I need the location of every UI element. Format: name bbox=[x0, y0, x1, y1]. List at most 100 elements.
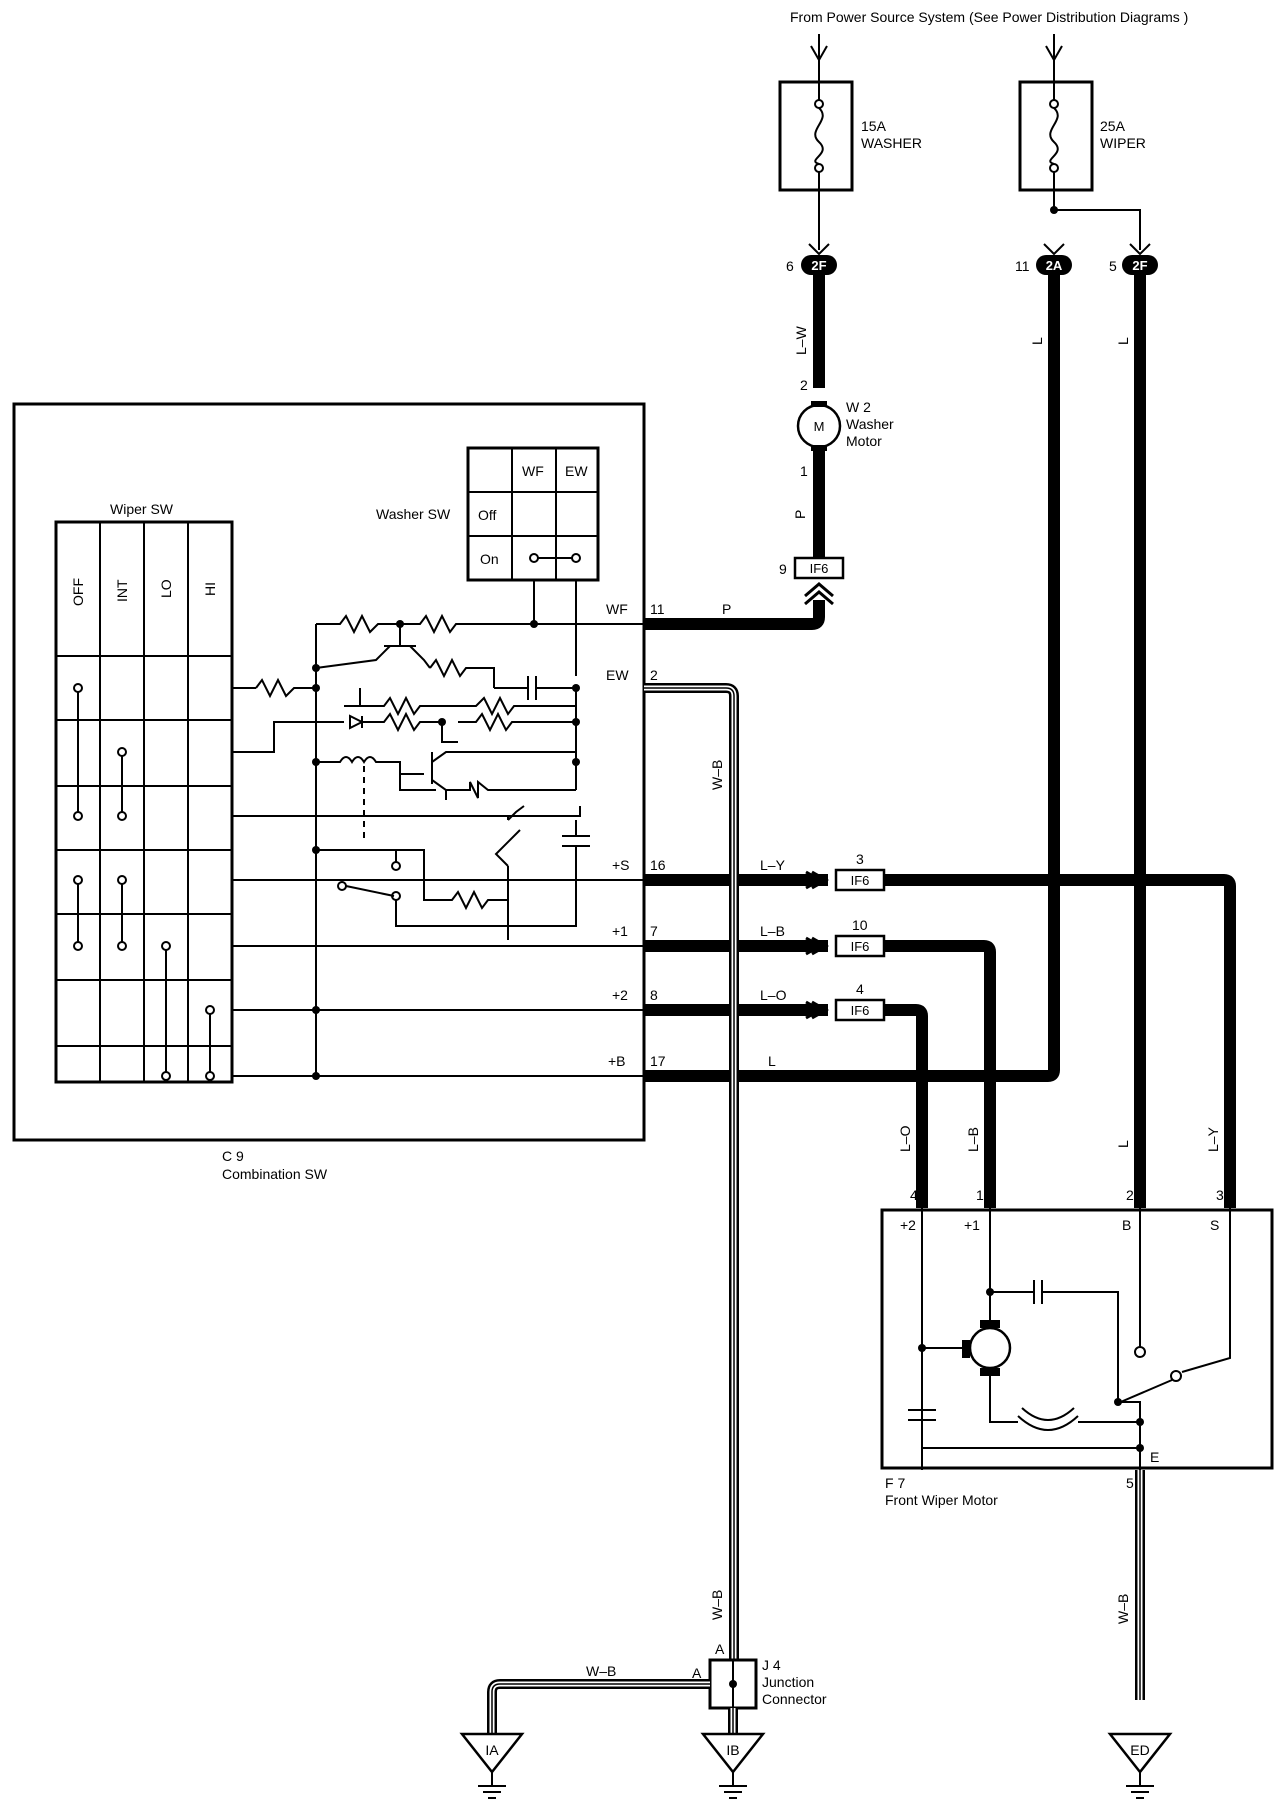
wiper-motor-term-s: S bbox=[1210, 1217, 1219, 1233]
wiper-motor-pin-2: 2 bbox=[1126, 1187, 1134, 1203]
junction-line1: Junction bbox=[762, 1674, 814, 1690]
washer-sw-title: Washer SW bbox=[376, 506, 451, 522]
washer-motor-line1: Washer bbox=[846, 416, 894, 432]
svg-text:IF6: IF6 bbox=[851, 1003, 870, 1018]
wiper-pos-int: INT bbox=[114, 579, 130, 602]
ground-ia: IA bbox=[459, 1732, 525, 1799]
wire-wb-ia-cable bbox=[487, 1679, 710, 1734]
connector-2f-wiper: 2F bbox=[1122, 255, 1158, 275]
wire-l-2f-label: L bbox=[1115, 337, 1131, 345]
fuse-washer-rating: 15A bbox=[861, 118, 887, 134]
wiper-motor-ground-pin: 5 bbox=[1126, 1475, 1134, 1491]
junction-pin-top: A bbox=[715, 1641, 725, 1657]
wire-ly-b bbox=[884, 874, 1236, 1208]
connector-2a-pin: 11 bbox=[1015, 258, 1030, 274]
connector-if6-1: IF6 bbox=[805, 934, 886, 958]
connector-if6-s-pin: 3 bbox=[856, 851, 864, 867]
connector-if6-1-pin: 10 bbox=[852, 917, 868, 933]
washer-col-wf: WF bbox=[522, 463, 544, 479]
washer-motor-pin-bottom: 1 bbox=[800, 463, 808, 479]
terminal-ew: EW bbox=[606, 667, 629, 683]
ground-ib: IB bbox=[700, 1732, 766, 1799]
wire-wb-horiz-label: W–B bbox=[586, 1663, 616, 1679]
svg-text:IA: IA bbox=[485, 1742, 499, 1758]
fuse-wiper-rating: 25A bbox=[1100, 118, 1126, 134]
svg-text:M: M bbox=[814, 419, 825, 434]
terminal-wf: WF bbox=[606, 601, 628, 617]
wire-ly-motor-label: L–Y bbox=[1205, 1126, 1221, 1152]
washer-row-off: Off bbox=[478, 507, 497, 523]
wiper-motor-term-b: B bbox=[1122, 1217, 1131, 1233]
combination-switch-box bbox=[12, 402, 646, 1142]
terminal-1-pin: 7 bbox=[650, 923, 658, 939]
wiper-motor-term-1: +1 bbox=[964, 1217, 980, 1233]
svg-text:IF6: IF6 bbox=[810, 561, 829, 576]
junction-pin-left: A bbox=[692, 1665, 702, 1681]
ground-ed: ED bbox=[1107, 1732, 1173, 1799]
wire-l-label: L bbox=[768, 1053, 776, 1069]
wire-lb-motor-label: L–B bbox=[965, 1127, 981, 1152]
washer-sw-table bbox=[466, 446, 600, 676]
terminal-b-pin: 17 bbox=[650, 1053, 666, 1069]
fuse-wiper-name: WIPER bbox=[1100, 135, 1146, 151]
wire-lo-motor-label: L–O bbox=[897, 1125, 913, 1152]
wiper-motor-term-2: +2 bbox=[900, 1217, 916, 1233]
wiper-pos-lo: LO bbox=[158, 579, 174, 598]
wire-wb-label: W–B bbox=[709, 760, 725, 790]
connector-if6-2: IF6 bbox=[805, 998, 886, 1022]
connector-if6-s: IF6 bbox=[805, 868, 886, 892]
svg-text:IB: IB bbox=[726, 1742, 739, 1758]
terminal-s: +S bbox=[612, 857, 630, 873]
svg-text:2A: 2A bbox=[1046, 258, 1063, 273]
wire-p-label: P bbox=[792, 510, 808, 519]
wire-l-motor-label: L bbox=[1115, 1140, 1131, 1148]
connector-2f-washer: 2F bbox=[801, 255, 837, 275]
wiper-motor-internal bbox=[908, 1208, 1231, 1470]
washer-motor: M bbox=[796, 401, 842, 451]
svg-text:2F: 2F bbox=[1132, 258, 1147, 273]
fuse-washer bbox=[778, 62, 854, 250]
connector-if6-washer: IF6 bbox=[793, 556, 845, 580]
connector-2f-washer-pin: 6 bbox=[786, 258, 794, 274]
wiper-sw-title: Wiper SW bbox=[110, 501, 174, 517]
wire-lo-b bbox=[884, 1004, 928, 1208]
wiper-motor-name: Front Wiper Motor bbox=[885, 1492, 998, 1508]
power-source-label: From Power Source System (See Power Dist… bbox=[790, 9, 1188, 25]
fuse-washer-name: WASHER bbox=[861, 135, 922, 151]
wiper-motor-pin-3: 3 bbox=[1216, 1187, 1224, 1203]
switch-internal-circuit bbox=[232, 613, 644, 1080]
combination-switch-name: Combination SW bbox=[222, 1166, 328, 1182]
junction-id: J 4 bbox=[762, 1657, 781, 1673]
wiper-pos-hi: HI bbox=[202, 582, 218, 596]
wire-l-b bbox=[644, 275, 1060, 1082]
washer-motor-id: W 2 bbox=[846, 399, 871, 415]
wire-ly-label: L–Y bbox=[760, 857, 786, 873]
terminal-s-pin: 16 bbox=[650, 857, 666, 873]
wire-lb-label: L–B bbox=[760, 923, 785, 939]
connector-if6-washer-pin: 9 bbox=[779, 561, 787, 577]
svg-text:IF6: IF6 bbox=[851, 939, 870, 954]
svg-text:2F: 2F bbox=[811, 258, 826, 273]
wire-lw-label: L–W bbox=[793, 325, 809, 355]
wiper-motor-pin-1: 1 bbox=[976, 1187, 984, 1203]
wire-wf bbox=[644, 600, 825, 630]
junction-line2: Connector bbox=[762, 1691, 827, 1707]
fuse-wiper bbox=[1018, 62, 1141, 250]
washer-col-ew: EW bbox=[565, 463, 588, 479]
wire-lb-b bbox=[884, 940, 996, 1208]
connector-2f-wiper-pin: 5 bbox=[1109, 258, 1117, 274]
terminal-2: +2 bbox=[612, 987, 628, 1003]
svg-text:IF6: IF6 bbox=[851, 873, 870, 888]
wire-wb-ed-label: W–B bbox=[1115, 1594, 1131, 1624]
wiper-motor-id: F 7 bbox=[885, 1475, 905, 1491]
wire-wb-lower-label: W–B bbox=[709, 1590, 725, 1620]
wire-lo-label: L–O bbox=[760, 987, 787, 1003]
wire-wf-label: P bbox=[722, 601, 731, 617]
terminal-ew-pin: 2 bbox=[650, 667, 658, 683]
wiper-motor-pin-4: 4 bbox=[910, 1187, 918, 1203]
wire-l-2a-label: L bbox=[1029, 337, 1045, 345]
wiper-motor-term-e: E bbox=[1150, 1449, 1159, 1465]
svg-text:ED: ED bbox=[1130, 1742, 1149, 1758]
washer-row-on: On bbox=[480, 551, 499, 567]
wiper-pos-off: OFF bbox=[70, 578, 86, 606]
